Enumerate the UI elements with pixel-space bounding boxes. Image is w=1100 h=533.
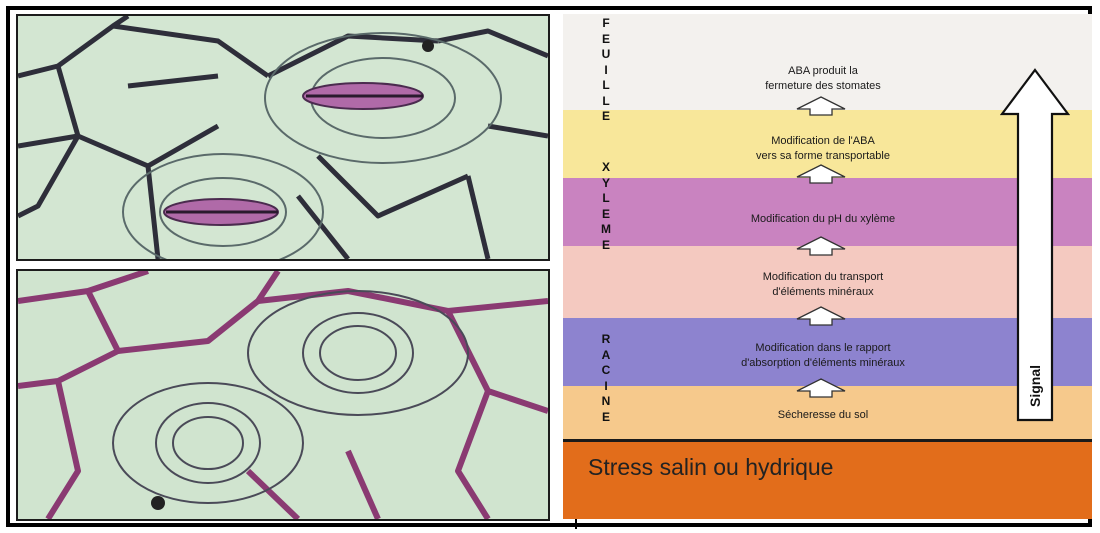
step-arrow-icon [795,378,847,398]
step-soil-drought: Sécheresse du sol [703,408,943,423]
stress-bar: Stress salin ou hydrique [563,439,1092,519]
step-mineral-absorption: Modification dans le rapportd'absorption… [683,341,963,371]
step-mineral-transport: Modification du transportd'éléments miné… [703,270,943,300]
stress-label: Stress salin ou hydrique [588,454,833,481]
signal-pathway-diagram: FEUILLE XYLEME RACINE ABA produit laferm… [563,14,1092,439]
step-arrow-icon [795,236,847,256]
step-aba-transport-form: Modification de l'ABAvers sa forme trans… [703,134,943,164]
micrograph-closed-stomata [16,14,550,261]
zone-label-racine: RACINE [598,332,614,425]
step-xylem-ph: Modification du pH du xylème [703,212,943,227]
zone-label-feuille: FEUILLE [598,16,614,125]
step-arrow-icon [795,306,847,326]
signal-label: Signal [1018,350,1052,422]
step-aba-stomata: ABA produit lafermeture des stomates [703,64,943,94]
step-arrow-icon [795,164,847,184]
step-arrow-icon [795,96,847,116]
micrograph-open-stomata [16,269,550,521]
zone-label-xyleme: XYLEME [598,160,614,253]
divider-tick [575,519,577,529]
